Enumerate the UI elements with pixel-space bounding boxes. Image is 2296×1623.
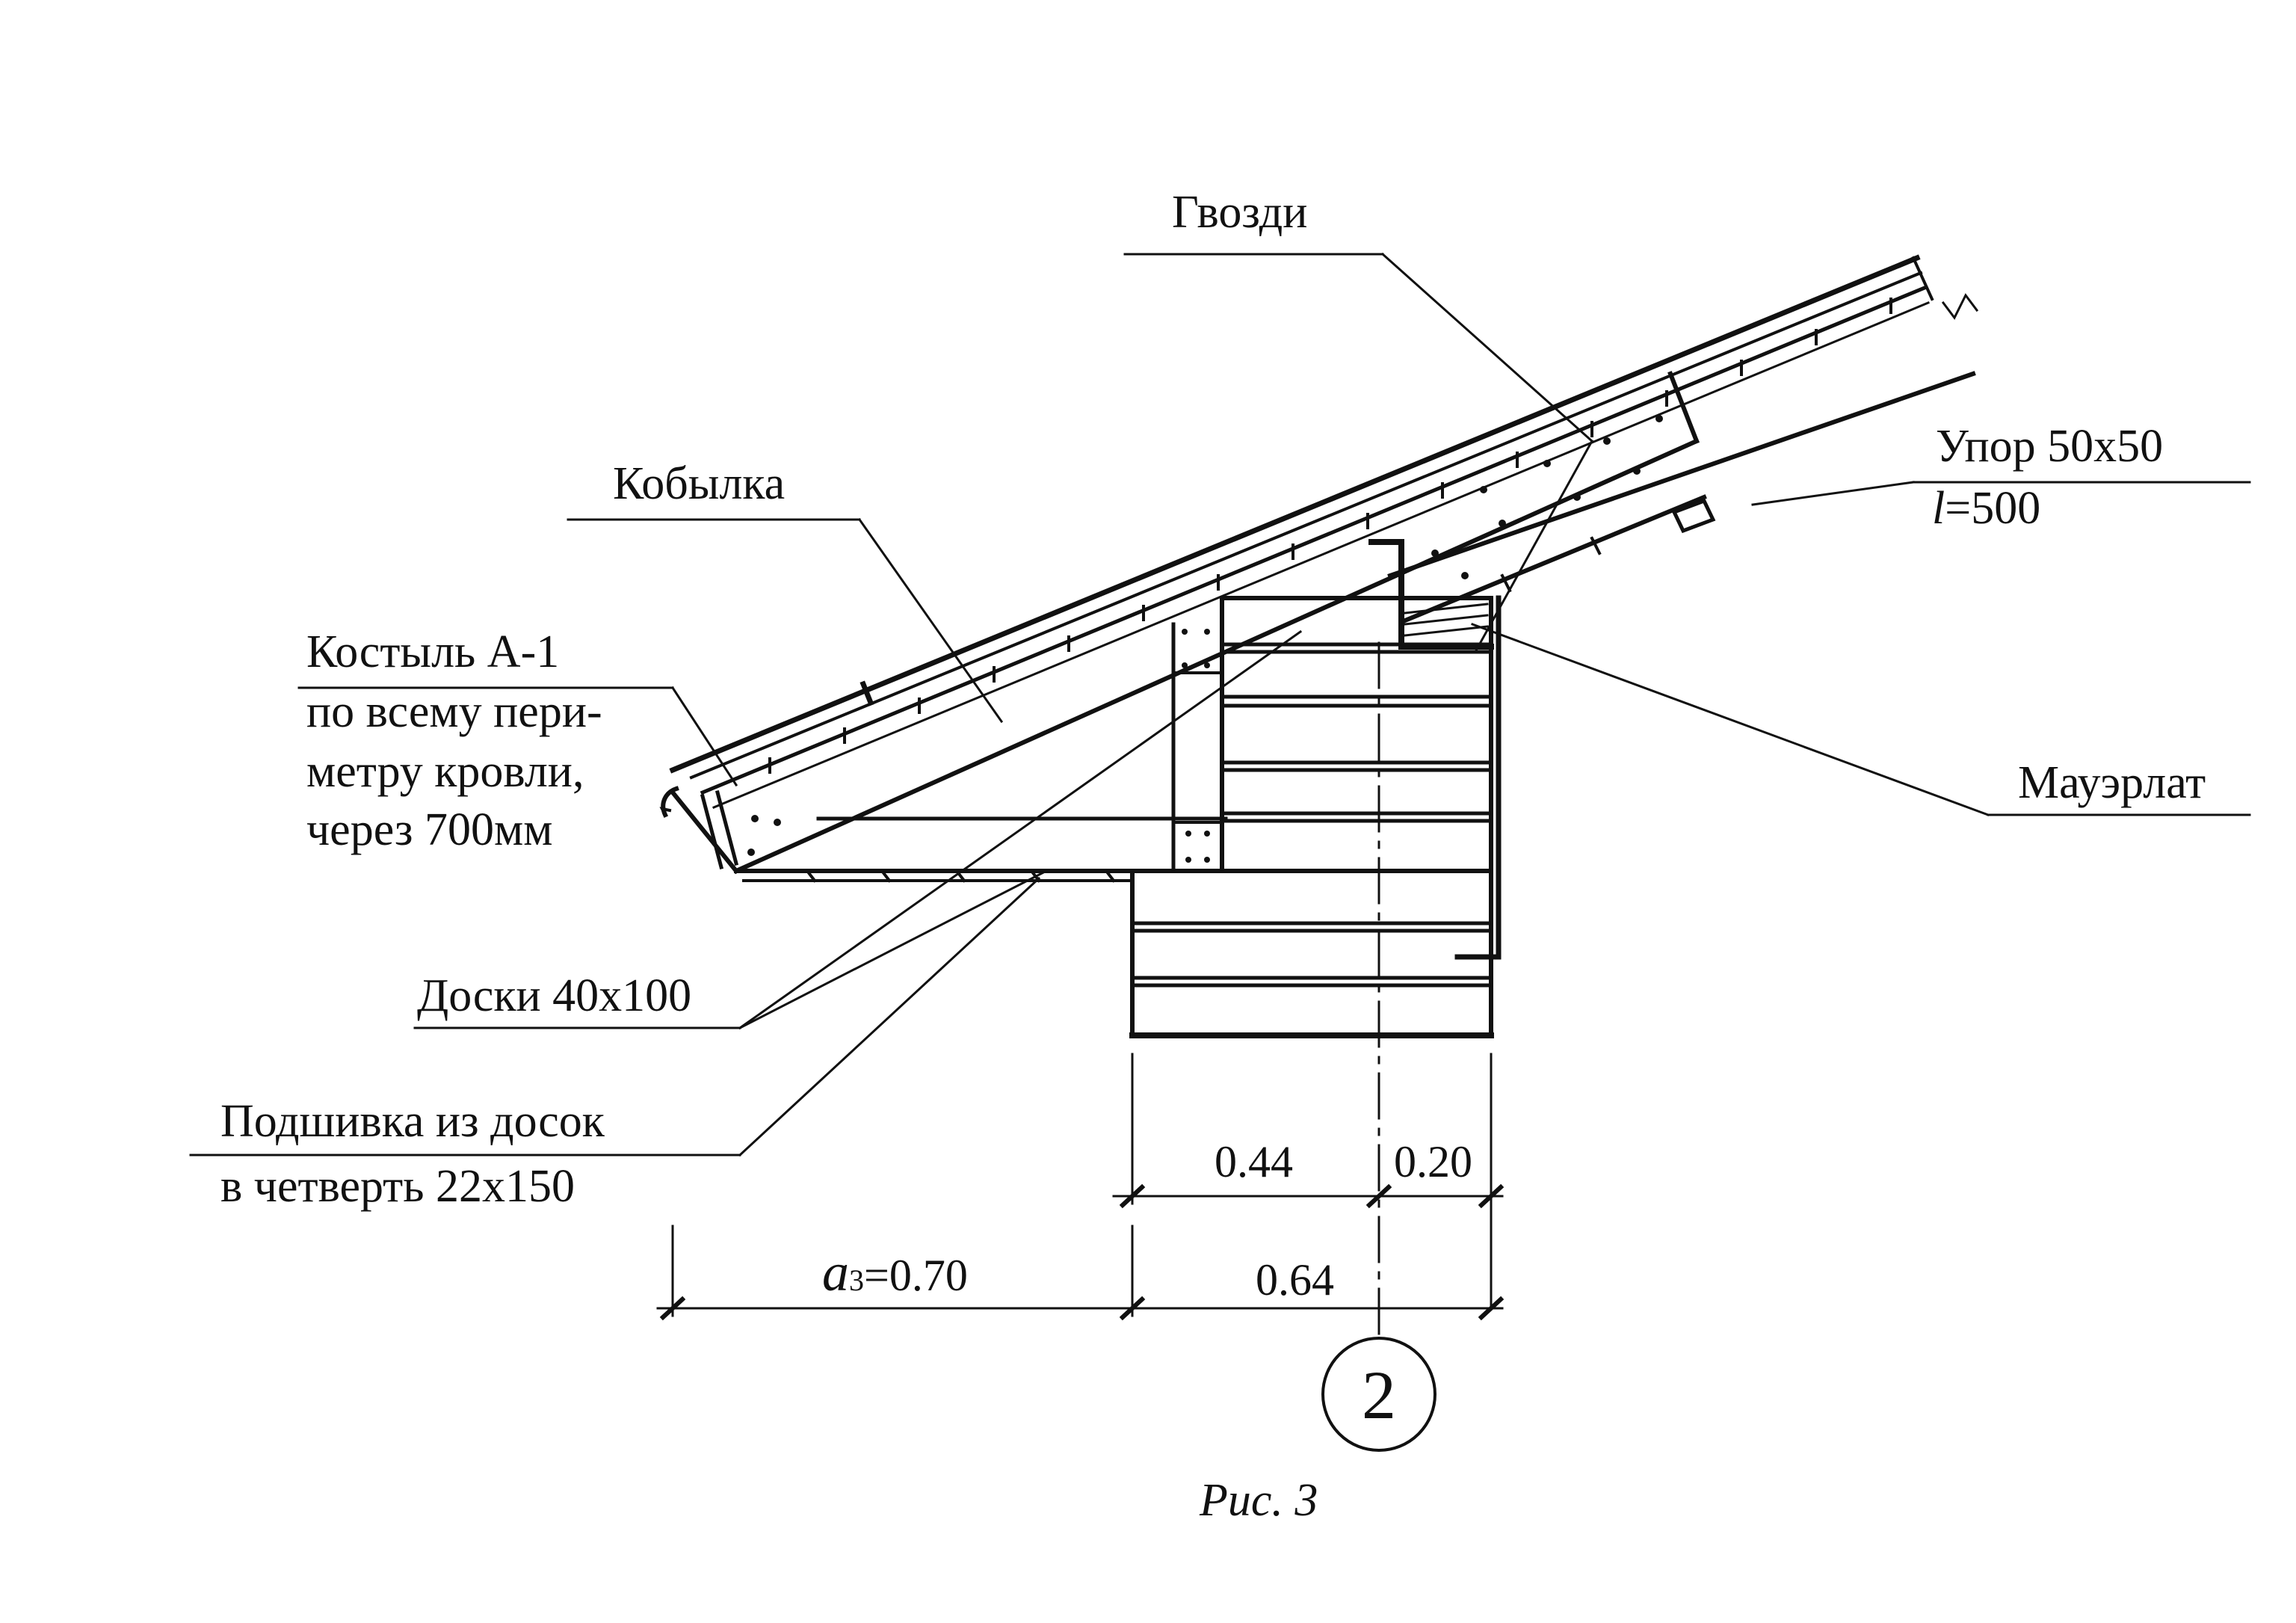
a3-letter: a [822, 1242, 849, 1302]
label-soffit-2: в четверть 22х150 [220, 1161, 575, 1212]
label-crutch-4: через 700мм [306, 804, 553, 855]
a3-subscript: 3 [849, 1263, 864, 1297]
label-boards: Доски 40х100 [417, 970, 692, 1021]
label-soffit-1: Подшивка из досок [220, 1096, 605, 1147]
roof-covering [669, 254, 1979, 809]
axis-number: 2 [1362, 1357, 1396, 1433]
dimension-a3: a3=0.70 [822, 1245, 968, 1305]
dimension-0-20: 0.20 [1394, 1137, 1472, 1186]
dimension-lines [656, 1053, 1505, 1321]
rafter [1387, 371, 1976, 623]
stop-length-letter: l [1932, 483, 1945, 534]
log-wall [1129, 596, 1494, 1038]
a3-value: =0.70 [864, 1251, 968, 1300]
leader-lines [189, 252, 2251, 1157]
vertical-boards [1171, 596, 1224, 873]
figure-caption: Рис. 3 [1200, 1475, 1318, 1526]
label-stop-length: l=500 [1932, 484, 2040, 532]
kobylka [669, 371, 1700, 875]
crutch-a1 [659, 680, 874, 818]
dimension-0-64: 0.64 [1256, 1255, 1334, 1305]
stop-length-value: =500 [1945, 483, 2041, 534]
label-nails: Гвозди [1172, 187, 1308, 238]
label-kobylka: Кобылка [613, 458, 786, 509]
label-crutch-1: Костыль А-1 [306, 626, 560, 677]
dimension-0-44: 0.44 [1215, 1137, 1293, 1186]
label-crutch-3: метру кровли, [306, 746, 584, 797]
label-mauerlat: Мауэрлат [2018, 757, 2206, 808]
mauerlat [1368, 539, 1502, 960]
label-crutch-2: по всему пери- [306, 686, 602, 737]
label-stop-size: Упор 50х50 [1936, 421, 2164, 472]
axis-bubble [1321, 1337, 1436, 1452]
